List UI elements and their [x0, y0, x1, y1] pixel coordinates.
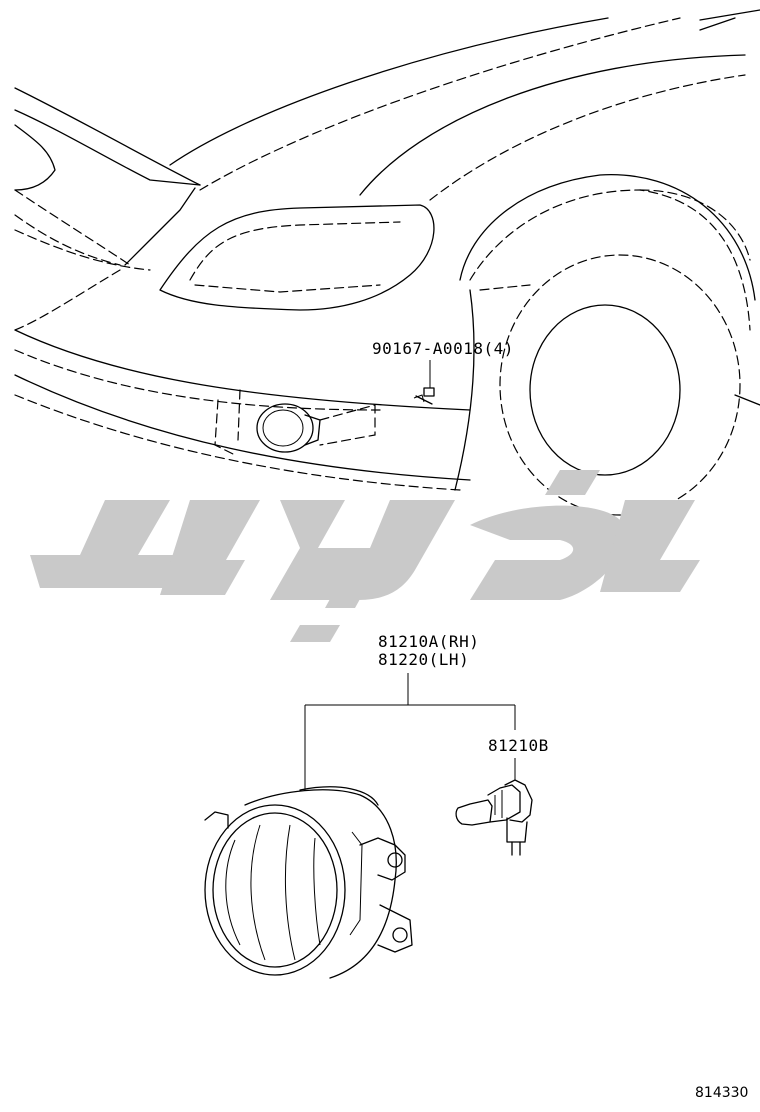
bulb-assembly: [455, 779, 533, 856]
fog-lamp-rh-part-number[interactable]: 81210A(RH): [378, 632, 480, 651]
bolt-part-number[interactable]: 90167-A0018(4): [372, 339, 514, 358]
fog-lamp-assembly: [204, 786, 413, 979]
illustration-number: 814330: [695, 1085, 749, 1101]
watermark-logo: [30, 470, 700, 642]
fog-lamp-lh-part-number[interactable]: 81220(LH): [378, 650, 470, 669]
car-front-outline: [14, 9, 760, 516]
bulb-part-number[interactable]: 81210B: [488, 736, 549, 755]
leader-lines: [304, 673, 516, 790]
